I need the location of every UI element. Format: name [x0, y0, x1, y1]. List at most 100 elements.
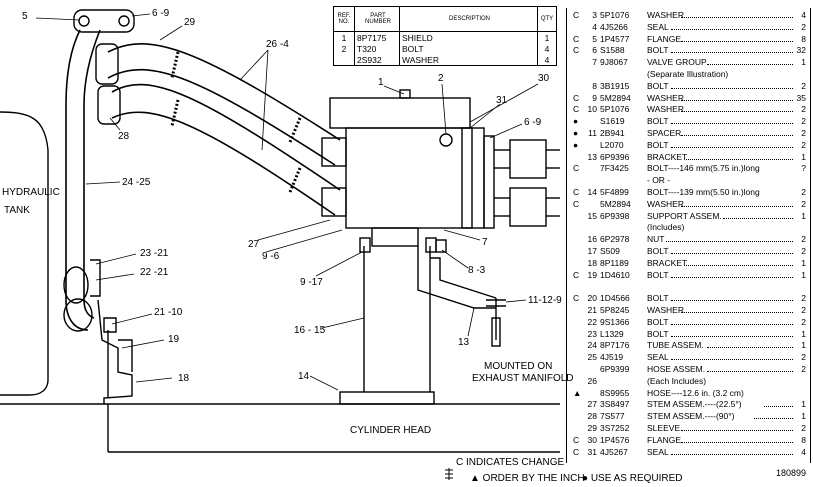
header-ref: REF. NO. — [334, 7, 355, 31]
bracket — [417, 246, 506, 347]
parts-ref: 14 — [587, 187, 597, 197]
parts-desc: SEAL — [647, 21, 669, 32]
callout-18: 18 — [178, 373, 190, 384]
valve-group — [329, 89, 560, 247]
tube-assembly — [63, 9, 135, 332]
parts-part: L2070 — [600, 139, 624, 150]
leader-dots — [670, 28, 793, 30]
leader-dots — [686, 264, 793, 266]
parts-ref: 13 — [587, 151, 597, 162]
leader-dots — [681, 40, 793, 42]
parts-part: 5F4899 — [600, 187, 629, 197]
leader-dots — [681, 441, 793, 443]
parts-ref: 28 — [587, 411, 597, 422]
drawing-number: 180899 — [776, 468, 807, 478]
parts-ref: 18 — [587, 257, 597, 268]
parts-desc: BOLT — [647, 116, 669, 127]
parts-part: 6P2978 — [600, 234, 630, 245]
callout-9-17: 9 -17 — [300, 277, 323, 288]
parts-desc: BOLT----139 mm(5.50 in.)long — [647, 187, 760, 197]
callout-16-15: 16 - 15 — [294, 325, 326, 336]
parts-mark: C — [573, 198, 580, 209]
leader-dots — [670, 359, 793, 361]
parts-part: 2B941 — [600, 128, 625, 138]
parts-desc: VALVE GROUP — [647, 57, 707, 68]
label-hydraulic: HYDRAULIC — [2, 187, 60, 198]
parts-part: 8P1189 — [600, 257, 629, 268]
callout-30: 30 — [538, 73, 550, 84]
parts-desc: SLEEVE — [647, 423, 681, 433]
leader-dots — [670, 52, 793, 54]
parts-desc: (Each Includes) — [647, 375, 707, 386]
parts-mark: C — [573, 10, 580, 20]
parts-qty: 8 — [801, 434, 806, 445]
parts-mark: C — [573, 104, 580, 115]
parts-desc: BRACKET — [647, 257, 688, 268]
legend-order-by-inch: ▲ ORDER BY THE INCH — [470, 473, 585, 484]
callout-27: 27 — [248, 239, 260, 250]
legend-change: C INDICATES CHANGE — [456, 457, 565, 468]
parts-part: 3S8497 — [600, 399, 630, 410]
parts-part: S1588 — [600, 45, 625, 56]
parts-mark: C — [573, 434, 580, 445]
leader-lines — [35, 13, 539, 391]
leader-dots — [670, 335, 793, 337]
parts-ref: 23 — [587, 328, 597, 339]
parts-qty: 2 — [801, 187, 806, 197]
leader-dots — [670, 146, 793, 148]
parts-ref: 29 — [587, 423, 597, 433]
parts-qty: 1 — [801, 399, 806, 410]
callout-14: 14 — [298, 371, 310, 382]
parts-part: 5P1076 — [600, 10, 630, 20]
parts-qty: 2 — [801, 316, 806, 327]
parts-part: 6P9398 — [600, 210, 630, 221]
parts-desc: WASHER — [647, 10, 684, 20]
parts-desc: FLANGE — [647, 434, 682, 445]
callout-23-21: 23 -21 — [140, 248, 169, 259]
parts-ref: 27 — [587, 399, 597, 410]
parts-desc: BOLT----146 mm(5.75 in.)long — [647, 163, 760, 174]
leader-dots — [764, 406, 793, 408]
parts-qty: 1 — [801, 411, 806, 422]
cell-ref — [334, 54, 355, 65]
parts-ref: 11 — [588, 128, 597, 138]
callout-28: 28 — [118, 131, 130, 142]
parts-part: 1D4566 — [600, 293, 630, 304]
leader-dots — [681, 430, 793, 431]
header-desc: DESCRIPTION — [400, 7, 538, 31]
table-header: REF. NO. PART NUMBER DESCRIPTION QTY — [334, 7, 556, 32]
callout-19: 19 — [168, 334, 180, 345]
parts-ref: 21 — [587, 305, 597, 315]
parts-row — [567, 281, 810, 292]
parts-desc: NUT — [647, 234, 665, 245]
parts-qty: 8 — [801, 33, 806, 44]
leader-dots — [707, 347, 793, 349]
parts-qty: 2 — [801, 139, 806, 150]
parts-part: 5P1076 — [600, 104, 630, 115]
parts-mark: C — [573, 446, 580, 457]
parts-row: (Separate Illustration) — [567, 69, 810, 80]
parts-ref: 22 — [587, 316, 597, 327]
parts-qty: 2 — [801, 104, 806, 115]
parts-qty: 1 — [801, 57, 806, 68]
parts-part: 7F3425 — [600, 163, 629, 174]
parts-desc: (Includes) — [647, 222, 685, 233]
callout-13: 13 — [458, 337, 470, 348]
parts-ref: 6 — [592, 45, 597, 56]
leader-dots — [707, 64, 793, 66]
leader-dots — [670, 123, 793, 125]
parts-qty: 2 — [801, 305, 806, 315]
parts-part: 6P9396 — [600, 151, 630, 162]
